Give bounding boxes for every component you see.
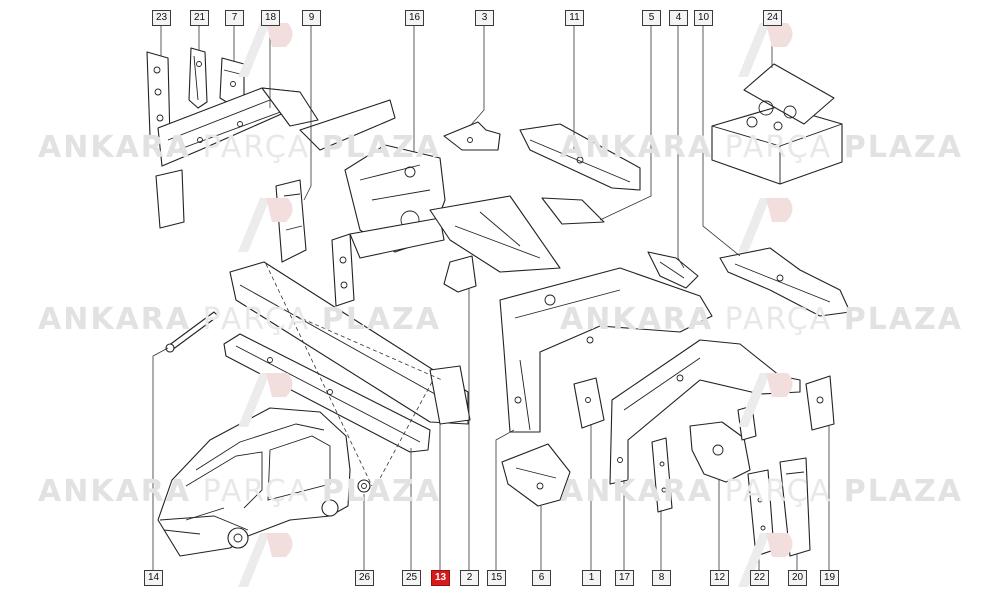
callout-4[interactable]: 4 xyxy=(669,10,688,26)
part-26-nut xyxy=(357,479,371,493)
watermark-logo-mark xyxy=(738,373,793,427)
leader-lines xyxy=(152,26,830,570)
watermark-row-3: ANKARA PARÇA PLAZA xyxy=(38,302,442,337)
callout-17[interactable]: 17 xyxy=(615,570,634,586)
callout-25[interactable]: 25 xyxy=(402,570,421,586)
part-8-plate xyxy=(651,437,673,513)
callout-2[interactable]: 2 xyxy=(460,570,479,586)
part-1-bracket xyxy=(573,377,605,429)
part-24-fastener-kit xyxy=(711,63,843,185)
watermark-logo-mark xyxy=(238,373,293,427)
part-14-bolt xyxy=(165,311,219,353)
callout-21[interactable]: 21 xyxy=(190,10,209,26)
part-2-clip xyxy=(443,255,477,293)
callout-11[interactable]: 11 xyxy=(565,10,584,26)
callout-20[interactable]: 20 xyxy=(788,570,807,586)
callout-22[interactable]: 22 xyxy=(750,570,769,586)
part-6-bracket xyxy=(501,443,571,507)
callout-7[interactable]: 7 xyxy=(225,10,244,26)
watermark-logo-mark xyxy=(238,198,293,252)
callout-5[interactable]: 5 xyxy=(642,10,661,26)
callout-1[interactable]: 1 xyxy=(582,570,601,586)
callout-6[interactable]: 6 xyxy=(532,570,551,586)
watermark-row-4: ANKARA PARÇA PLAZA xyxy=(560,302,964,337)
part-18-side-member xyxy=(157,87,319,167)
vehicle-illustration xyxy=(157,407,351,557)
callout-23[interactable]: 23 xyxy=(152,10,171,26)
watermark-row-6: ANKARA PARÇA PLAZA xyxy=(560,474,964,509)
watermark-row-2: ANKARA PARÇA PLAZA xyxy=(560,130,964,165)
watermark-row-1: ANKARA PARÇA PLAZA xyxy=(38,130,442,165)
watermark-row-5: ANKARA PARÇA PLAZA xyxy=(38,474,442,509)
part-10-member xyxy=(719,247,851,317)
part-16-front-structure xyxy=(299,99,561,307)
part-11-member xyxy=(519,123,641,191)
callout-8[interactable]: 8 xyxy=(652,570,671,586)
callout-14[interactable]: 14 xyxy=(144,570,163,586)
watermark-logo-mark xyxy=(238,23,293,77)
watermark-logo-mark xyxy=(238,533,293,587)
callout-26[interactable]: 26 xyxy=(355,570,374,586)
callout-3[interactable]: 3 xyxy=(475,10,494,26)
callout-18[interactable]: 18 xyxy=(261,10,280,26)
part-21-bracket xyxy=(188,47,208,109)
callout-13-highlighted[interactable]: 13 xyxy=(431,570,450,586)
callout-9[interactable]: 9 xyxy=(302,10,321,26)
part-4-plate xyxy=(647,251,699,289)
watermark-logo-mark xyxy=(738,533,793,587)
callout-10[interactable]: 10 xyxy=(694,10,713,26)
callout-19[interactable]: 19 xyxy=(820,570,839,586)
part-25-lower-member xyxy=(223,333,431,453)
part-3-bracket xyxy=(443,121,501,151)
watermark-logo-mark xyxy=(738,198,793,252)
callout-24[interactable]: 24 xyxy=(763,10,782,26)
watermark-logo-mark xyxy=(738,23,793,77)
callout-16[interactable]: 16 xyxy=(405,10,424,26)
part-5-plate xyxy=(541,197,605,225)
part-13-cross-member xyxy=(229,261,471,425)
part-20-plate xyxy=(779,457,811,557)
callout-15[interactable]: 15 xyxy=(487,570,506,586)
part-15-side-member xyxy=(499,267,713,433)
part-19-bracket xyxy=(805,375,835,431)
callout-12[interactable]: 12 xyxy=(710,570,729,586)
